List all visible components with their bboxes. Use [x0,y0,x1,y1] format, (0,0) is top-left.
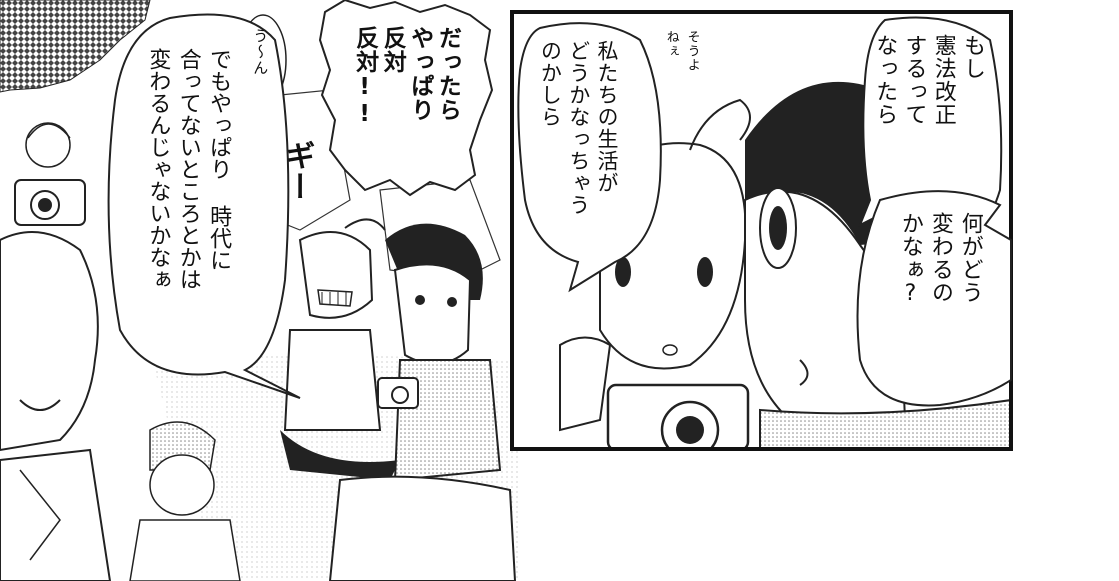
left-panel [0,0,520,581]
bubble-what-text: 何がどう 変わるの かなぁ? [897,212,983,307]
bubble-opinion-shape [107,13,301,399]
bubble-life-shape [517,22,662,293]
sfx-gii: ギー [279,140,315,202]
tree-foliage [0,0,151,93]
bubble-ehh-text: う〜ん [251,28,270,76]
foreground-girl [0,231,112,581]
bubble-what-shape [856,190,1012,407]
bubble-opinion-text: でもやっぱり 時代に 合ってないところとかは 変わるんじゃないかなぁ [145,48,232,290]
bubble-shout-shape [318,0,494,197]
background-photographer [14,122,86,226]
shouting-girl [280,218,400,480]
bubble-shout-text: だったら やっぱり 反対 反対!! [351,26,461,128]
boy-with-camera [328,223,517,581]
bubble-life-text: 私たちの生活が どうかなっちゃう のかしら [538,40,620,216]
whisper-text: そうよ ねぇ [663,30,700,72]
bubble-if-text: もし 憲法改正 するって なったら [872,34,985,126]
boy-with-cap [129,421,241,581]
